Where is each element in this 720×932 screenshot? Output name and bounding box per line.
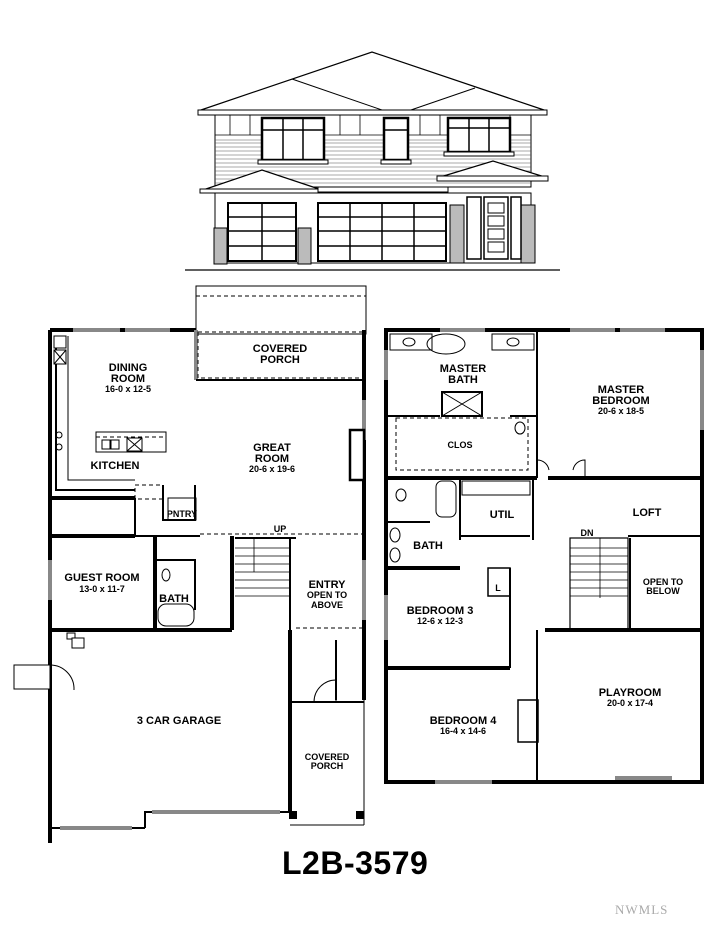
room-closet-label: CLOS bbox=[447, 440, 472, 450]
room-bedroom-4-dim: 16-4 x 14-6 bbox=[440, 726, 486, 736]
upper-window-left bbox=[257, 116, 329, 165]
room-bedroom-4-label: BEDROOM 4 bbox=[430, 715, 498, 727]
room-master-bedroom-label-2: BEDROOM bbox=[592, 395, 649, 407]
room-entry-label-2: OPEN TO bbox=[307, 590, 347, 600]
room-open-to-below-label-2: BELOW bbox=[646, 586, 680, 596]
room-entry-label-3: ABOVE bbox=[311, 600, 343, 610]
room-covered-porch-front-label-2: PORCH bbox=[311, 761, 344, 771]
room-master-bedroom-dim: 20-6 x 18-5 bbox=[598, 406, 644, 416]
stair-up-label: UP bbox=[274, 524, 287, 534]
room-dining-label: DINING bbox=[109, 362, 148, 374]
front-door bbox=[466, 196, 522, 260]
room-linen-label: L bbox=[495, 583, 501, 593]
room-dining-label-2: ROOM bbox=[111, 373, 145, 385]
room-great-room-label-2: ROOM bbox=[255, 453, 289, 465]
plan-id-title: L2B-3579 bbox=[282, 845, 429, 881]
front-elevation bbox=[185, 51, 560, 271]
room-covered-porch-rear-label-2: PORCH bbox=[260, 354, 300, 366]
room-master-bath-label-2: BATH bbox=[448, 374, 478, 386]
room-kitchen-label: KITCHEN bbox=[91, 460, 140, 472]
room-util-label: UTIL bbox=[490, 509, 515, 521]
room-bath-upper-label: BATH bbox=[413, 540, 443, 552]
garage-door-double bbox=[317, 202, 447, 262]
stair-down-label: DN bbox=[581, 528, 594, 538]
upper-window-right bbox=[443, 116, 515, 157]
room-dining-dim: 16-0 x 12-5 bbox=[105, 384, 151, 394]
room-master-bath-label: MASTER bbox=[440, 363, 487, 375]
room-bedroom-3-label: BEDROOM 3 bbox=[407, 605, 474, 617]
room-covered-porch-front-label: COVERED bbox=[305, 752, 350, 762]
room-bedroom-3-dim: 12-6 x 12-3 bbox=[417, 616, 463, 626]
room-loft-label: LOFT bbox=[633, 507, 662, 519]
room-great-room-label: GREAT bbox=[253, 442, 291, 454]
room-open-to-below-label: OPEN TO bbox=[643, 577, 683, 587]
room-covered-porch-rear-label: COVERED bbox=[253, 343, 307, 355]
upper-window-center bbox=[380, 116, 412, 165]
nwmls-watermark: NWMLS bbox=[615, 902, 669, 917]
main-floor-plan bbox=[13, 285, 367, 843]
room-playroom-dim: 20-0 x 17-4 bbox=[607, 698, 653, 708]
room-guest-room-dim: 13-0 x 11-7 bbox=[79, 584, 125, 594]
room-garage-label: 3 CAR GARAGE bbox=[137, 715, 221, 727]
upper-floor-plan bbox=[384, 328, 704, 784]
room-master-bedroom-label: MASTER bbox=[598, 384, 645, 396]
room-entry-label: ENTRY bbox=[309, 579, 347, 591]
room-playroom-label: PLAYROOM bbox=[599, 687, 662, 699]
garage-door-single bbox=[227, 202, 297, 262]
room-bath-main-label: BATH bbox=[159, 593, 189, 605]
room-great-room-dim: 20-6 x 19-6 bbox=[249, 464, 295, 474]
room-pantry-label: PNTRY bbox=[167, 509, 197, 519]
room-guest-room-label: GUEST ROOM bbox=[64, 572, 139, 584]
